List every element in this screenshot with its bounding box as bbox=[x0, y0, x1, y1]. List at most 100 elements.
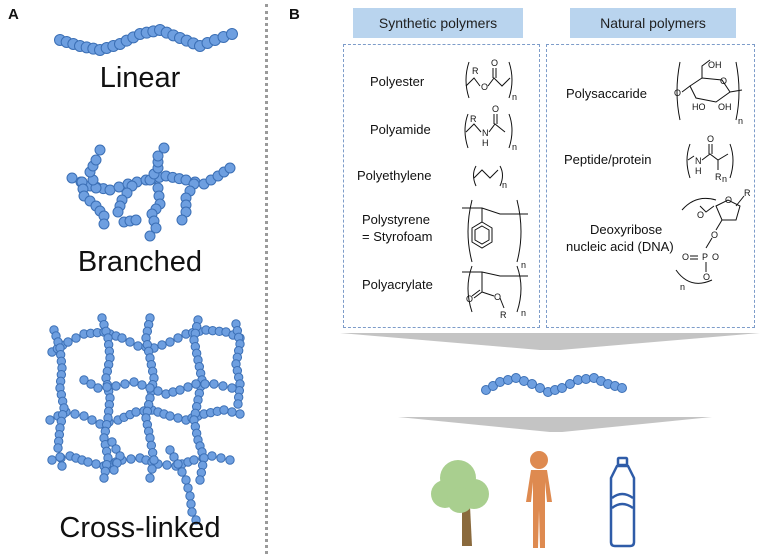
polyethylene-structure: n bbox=[473, 165, 507, 190]
monomer-bead bbox=[191, 379, 201, 389]
peptide-o: O bbox=[707, 134, 714, 144]
polysaccharide-o1: O bbox=[720, 76, 727, 86]
monomer-bead bbox=[137, 380, 147, 390]
monomer-bead bbox=[153, 386, 163, 396]
monomer-bead bbox=[47, 455, 57, 465]
monomer-bead bbox=[535, 383, 545, 393]
monomer-bead bbox=[93, 383, 103, 393]
monomer-bead bbox=[71, 333, 81, 343]
dna-o4: O bbox=[712, 252, 719, 262]
polysaccharide-ho: HO bbox=[692, 102, 706, 112]
panel-a-letter: A bbox=[8, 6, 19, 23]
linear-chain bbox=[45, 24, 245, 525]
dna-o3: O bbox=[682, 252, 689, 262]
monomer-bead bbox=[175, 385, 185, 395]
monomer-bead bbox=[79, 375, 89, 385]
styrofoam-label: = Styrofoam bbox=[362, 229, 433, 244]
polyamide-n: N bbox=[482, 128, 489, 138]
deoxyribose-label: Deoxyribose bbox=[590, 222, 663, 237]
polyacrylate-label: Polyacrylate bbox=[362, 277, 433, 292]
monomer-bead bbox=[130, 214, 142, 226]
polyester-o2: O bbox=[491, 58, 498, 68]
monomer-bead bbox=[157, 340, 167, 350]
monomer-bead bbox=[218, 381, 228, 391]
monomer-bead bbox=[149, 455, 159, 465]
monomer-bead bbox=[150, 222, 162, 234]
monomer-bead bbox=[129, 377, 139, 387]
monomer-bead bbox=[111, 381, 121, 391]
monomer-bead bbox=[233, 399, 243, 409]
monomer-bead bbox=[225, 455, 235, 465]
polyethylene-label: Polyethylene bbox=[357, 168, 432, 183]
monomer-bead bbox=[557, 383, 567, 393]
monomer-bead bbox=[70, 409, 80, 419]
monomer-bead bbox=[165, 445, 175, 455]
monomer-bead bbox=[227, 383, 237, 393]
polyester-o1: O bbox=[481, 82, 488, 92]
monomer-bead bbox=[107, 437, 117, 447]
monomer-bead bbox=[173, 459, 183, 469]
linear-label: Linear bbox=[99, 62, 181, 94]
polyacrylate-r: R bbox=[500, 310, 507, 320]
polyamide-r: R bbox=[470, 114, 477, 124]
monomer-bead bbox=[125, 337, 135, 347]
polyamide-o: O bbox=[492, 104, 499, 114]
natural-polymers-box bbox=[546, 44, 755, 328]
monomer-bead bbox=[126, 454, 136, 464]
dna-n: n bbox=[680, 282, 685, 292]
person-icon bbox=[526, 451, 552, 548]
monomer-bead bbox=[152, 150, 164, 162]
polyester-label: Polyester bbox=[370, 74, 425, 89]
polyester-r: R bbox=[472, 66, 479, 76]
monomer-bead bbox=[235, 409, 245, 419]
monomer-bead bbox=[145, 473, 155, 483]
monomer-bead bbox=[57, 461, 67, 471]
panel-b-letter: B bbox=[289, 6, 300, 23]
polysaccaride-label: Polysaccaride bbox=[566, 86, 647, 101]
monomer-bead bbox=[187, 507, 197, 517]
branched-label: Branched bbox=[77, 246, 203, 278]
crosslinked-network-beads bbox=[45, 313, 245, 525]
monomer-bead bbox=[226, 28, 238, 40]
tree-icon bbox=[431, 460, 489, 546]
monomer-bead bbox=[99, 473, 109, 483]
linear-chain-beads bbox=[54, 24, 238, 56]
polyester-structure: R O O n bbox=[465, 58, 517, 102]
monomer-bead bbox=[86, 379, 96, 389]
peptide-n: N bbox=[695, 156, 702, 166]
peptide-r: R bbox=[715, 172, 722, 182]
polyacrylate-o1: O bbox=[466, 294, 473, 304]
polyethylene-n: n bbox=[502, 180, 507, 190]
monomer-bead bbox=[117, 333, 127, 343]
polysaccharide-oh2: OH bbox=[718, 102, 732, 112]
monomer-bead bbox=[63, 337, 73, 347]
synthetic-polymers-box bbox=[343, 44, 540, 328]
peptide-protein-label: Peptide/protein bbox=[564, 152, 652, 167]
monomer-bead bbox=[55, 452, 65, 462]
polyacrylate-o2: O bbox=[494, 292, 501, 302]
peptide-h: H bbox=[695, 166, 702, 176]
monomer-bead bbox=[87, 415, 97, 425]
monomer-bead bbox=[191, 515, 201, 525]
monomer-bead bbox=[195, 475, 205, 485]
monomer-bead bbox=[145, 383, 155, 393]
monomer-bead bbox=[209, 379, 219, 389]
dna-o1: O bbox=[697, 210, 704, 220]
polyamide-sub-n: n bbox=[512, 142, 517, 152]
polyester-n: n bbox=[512, 92, 517, 102]
monomer-bead bbox=[169, 452, 179, 462]
dna-o5: O bbox=[703, 272, 710, 282]
polyacrylate-structure: O O R n bbox=[462, 265, 528, 320]
monomer-bead bbox=[45, 415, 55, 425]
bottom-funnel-arrow bbox=[398, 417, 712, 432]
dna-r: R bbox=[744, 188, 751, 198]
monomer-bead bbox=[216, 453, 226, 463]
monomer-bead bbox=[617, 383, 627, 393]
polystyrene-structure: n bbox=[462, 199, 528, 270]
polysaccharide-structure: OH O O HO OH n bbox=[674, 59, 743, 126]
monomer-bead bbox=[177, 467, 187, 477]
polystyrene-label: Polystyrene bbox=[362, 212, 430, 227]
monomer-bead bbox=[189, 455, 199, 465]
polysaccharide-oh1: OH bbox=[708, 60, 722, 70]
branched-chain-beads bbox=[66, 142, 236, 242]
